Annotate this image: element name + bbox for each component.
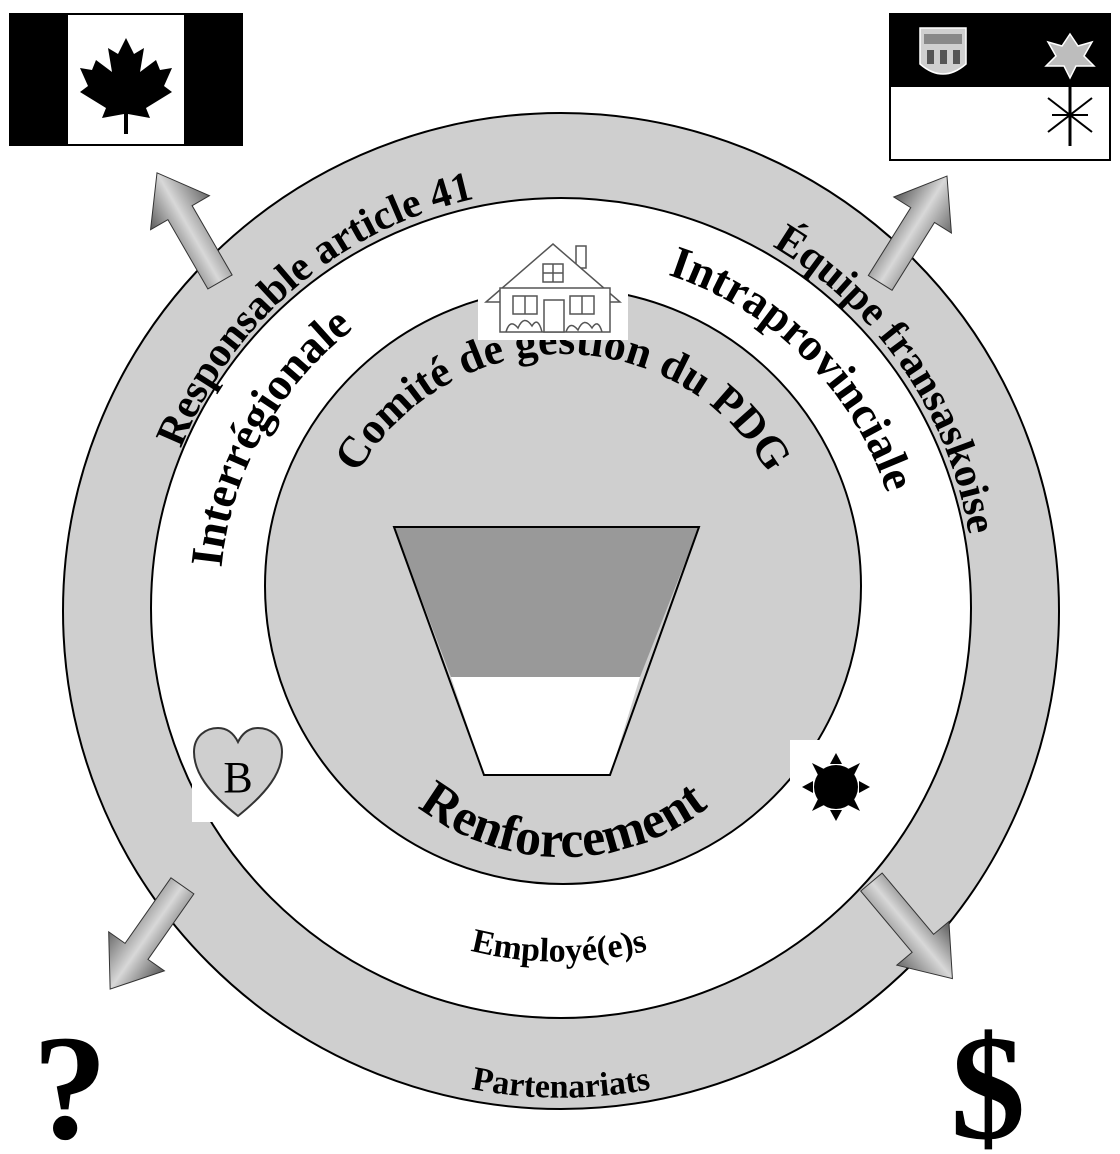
house-icon	[478, 228, 628, 340]
western-red-lily-icon	[1044, 32, 1096, 146]
arrow-top-left	[149, 172, 233, 290]
heart-letter: B	[223, 753, 252, 802]
maple-leaf-icon	[80, 38, 172, 134]
sun-icon	[790, 740, 886, 836]
arrow-bottom-right	[860, 872, 953, 980]
canada-flag-icon	[9, 13, 243, 146]
coat-of-arms-icon	[919, 27, 967, 75]
arrow-top-right	[867, 175, 953, 291]
arrow-bottom-left	[108, 877, 195, 990]
heart-icon: B	[192, 726, 286, 822]
saskatchewan-flag-icon	[889, 13, 1111, 161]
funnel	[392, 526, 701, 776]
question-mark: ?	[33, 1005, 108, 1154]
dollar-sign: $	[951, 1005, 1026, 1154]
